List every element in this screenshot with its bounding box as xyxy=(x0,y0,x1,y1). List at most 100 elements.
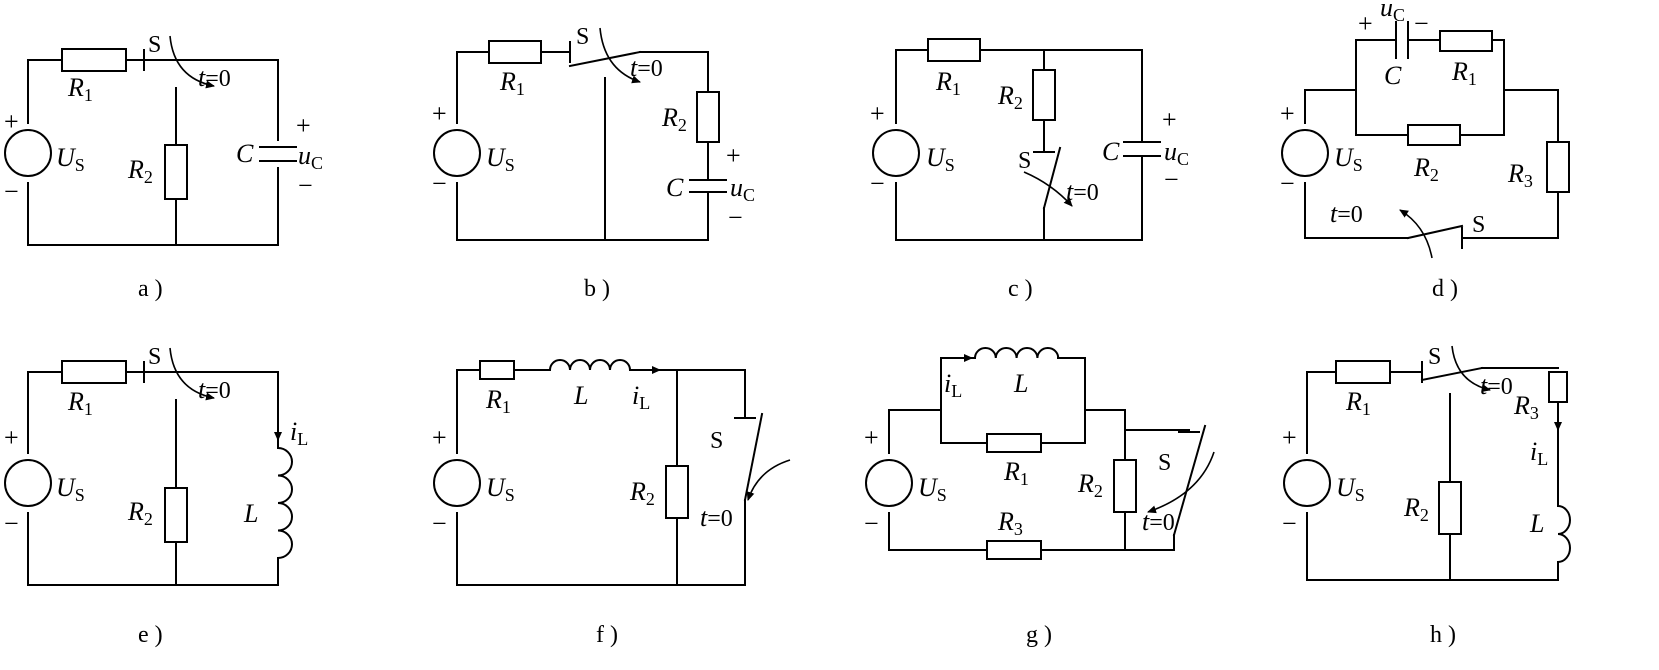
caption-a: a ) xyxy=(138,276,163,302)
caption-f: f ) xyxy=(596,622,618,648)
plus-sign: + xyxy=(1282,423,1297,452)
resistor-r2 xyxy=(1438,481,1462,535)
resistor-r1 xyxy=(986,433,1042,453)
uc-plus: + xyxy=(1358,9,1373,38)
switch-arrow xyxy=(599,27,641,84)
label-l: L xyxy=(243,499,258,528)
label-s: S xyxy=(1472,212,1485,238)
minus-sign: − xyxy=(432,509,447,538)
switch-arrow xyxy=(1147,451,1215,514)
switch-s-blade xyxy=(743,412,764,502)
label-c: C xyxy=(236,139,254,168)
inductor-l xyxy=(1556,504,1571,564)
switch-s-blade xyxy=(1420,366,1484,382)
resistor-r1 xyxy=(1439,30,1493,52)
caption-g: g ) xyxy=(1026,622,1052,648)
voltage-source-us xyxy=(1283,459,1331,507)
label-il: iL xyxy=(1530,437,1548,469)
label-t0: t=0 xyxy=(630,53,663,82)
uc-plus: + xyxy=(726,141,741,170)
label-us: US xyxy=(56,473,85,505)
label-r2: R2 xyxy=(997,81,1023,113)
label-t0: t=0 xyxy=(1142,507,1175,536)
minus-sign: − xyxy=(4,509,19,538)
plus-sign: + xyxy=(864,423,879,452)
circuit-e: + − R1 R2 US S t=0 iL L e ) xyxy=(4,344,308,648)
voltage-source-us xyxy=(433,459,481,507)
resistor-r1 xyxy=(479,360,515,380)
label-c: C xyxy=(666,173,684,202)
label-il: iL xyxy=(632,381,650,413)
minus-sign: − xyxy=(4,177,19,206)
label-t0: t=0 xyxy=(1330,199,1363,228)
label-us: US xyxy=(486,143,515,175)
circuit-g: + − iL L R1 R2 R3 US S t=0 g ) xyxy=(864,347,1215,648)
label-t0: t=0 xyxy=(198,63,231,92)
label-r1: R1 xyxy=(67,73,93,105)
caption-h: h ) xyxy=(1430,622,1456,648)
resistor-r3 xyxy=(1548,371,1568,403)
plus-sign: + xyxy=(432,423,447,452)
switch-arrow xyxy=(746,459,791,501)
uc-plus: + xyxy=(1162,105,1177,134)
voltage-source-us xyxy=(1281,129,1329,177)
circuit-h: + − R1 R2 R3 iL L US S t=0 h ) xyxy=(1282,344,1571,648)
switch-arrow xyxy=(1399,209,1433,259)
circuit-c: + − R1 R2 US S t=0 C + − uC c ) xyxy=(870,38,1189,302)
minus-sign: − xyxy=(432,169,447,198)
resistor-r1 xyxy=(61,360,127,384)
plus-sign: + xyxy=(870,99,885,128)
label-c: C xyxy=(1102,137,1120,166)
label-us: US xyxy=(1334,143,1363,175)
label-s: S xyxy=(148,344,161,370)
label-uc: uC xyxy=(1380,0,1405,25)
resistor-r2 xyxy=(1113,459,1137,513)
plus-sign: + xyxy=(4,423,19,452)
minus-sign: − xyxy=(1280,169,1295,198)
label-uc: uC xyxy=(730,173,755,205)
uc-minus: − xyxy=(298,171,313,200)
label-t0: t=0 xyxy=(1480,371,1513,400)
uc-minus: − xyxy=(1414,9,1429,38)
label-l: L xyxy=(1013,369,1028,398)
circuit-d: + − + − uC C R1 R2 R3 US S t=0 d ) xyxy=(1280,0,1570,302)
caption-c: c ) xyxy=(1008,276,1033,302)
resistor-r1 xyxy=(61,48,127,72)
resistor-r2 xyxy=(665,465,689,519)
label-uc: uC xyxy=(298,141,323,173)
resistor-r2 xyxy=(1407,124,1461,146)
resistor-r1 xyxy=(488,40,542,64)
label-us: US xyxy=(1336,473,1365,505)
switch-s-blade xyxy=(1406,224,1464,240)
plus-sign: + xyxy=(432,99,447,128)
label-l: L xyxy=(1529,509,1544,538)
resistor-r2 xyxy=(164,487,188,543)
resistor-r3 xyxy=(1546,141,1570,193)
switch-arrow xyxy=(169,35,215,89)
switch-arrow xyxy=(1023,171,1073,207)
label-r2: R2 xyxy=(127,155,153,187)
voltage-source-us xyxy=(872,129,920,177)
label-r2: R2 xyxy=(629,477,655,509)
label-r1: R1 xyxy=(1003,457,1029,489)
label-r3: R3 xyxy=(1507,159,1533,191)
label-r1: R1 xyxy=(499,67,525,99)
label-us: US xyxy=(56,143,85,175)
inductor-l xyxy=(973,347,1060,360)
label-r2: R2 xyxy=(1403,493,1429,525)
label-r1: R1 xyxy=(1345,387,1371,419)
uc-plus: + xyxy=(296,111,311,140)
label-r2: R2 xyxy=(1077,469,1103,501)
label-s: S xyxy=(710,428,723,454)
circuit-a: + − R1 R2 US S t=0 C + − uC a ) xyxy=(4,32,323,302)
minus-sign: − xyxy=(870,169,885,198)
label-us: US xyxy=(486,473,515,505)
voltage-source-us xyxy=(865,459,913,507)
label-r3: R3 xyxy=(997,507,1023,539)
label-r1: R1 xyxy=(935,67,961,99)
label-r1: R1 xyxy=(67,387,93,419)
circuit-f: + − R1 L iL R2 US S t=0 f ) xyxy=(432,359,791,648)
switch-arrow xyxy=(1451,345,1491,393)
label-r2: R2 xyxy=(661,103,687,135)
label-t0: t=0 xyxy=(1066,177,1099,206)
